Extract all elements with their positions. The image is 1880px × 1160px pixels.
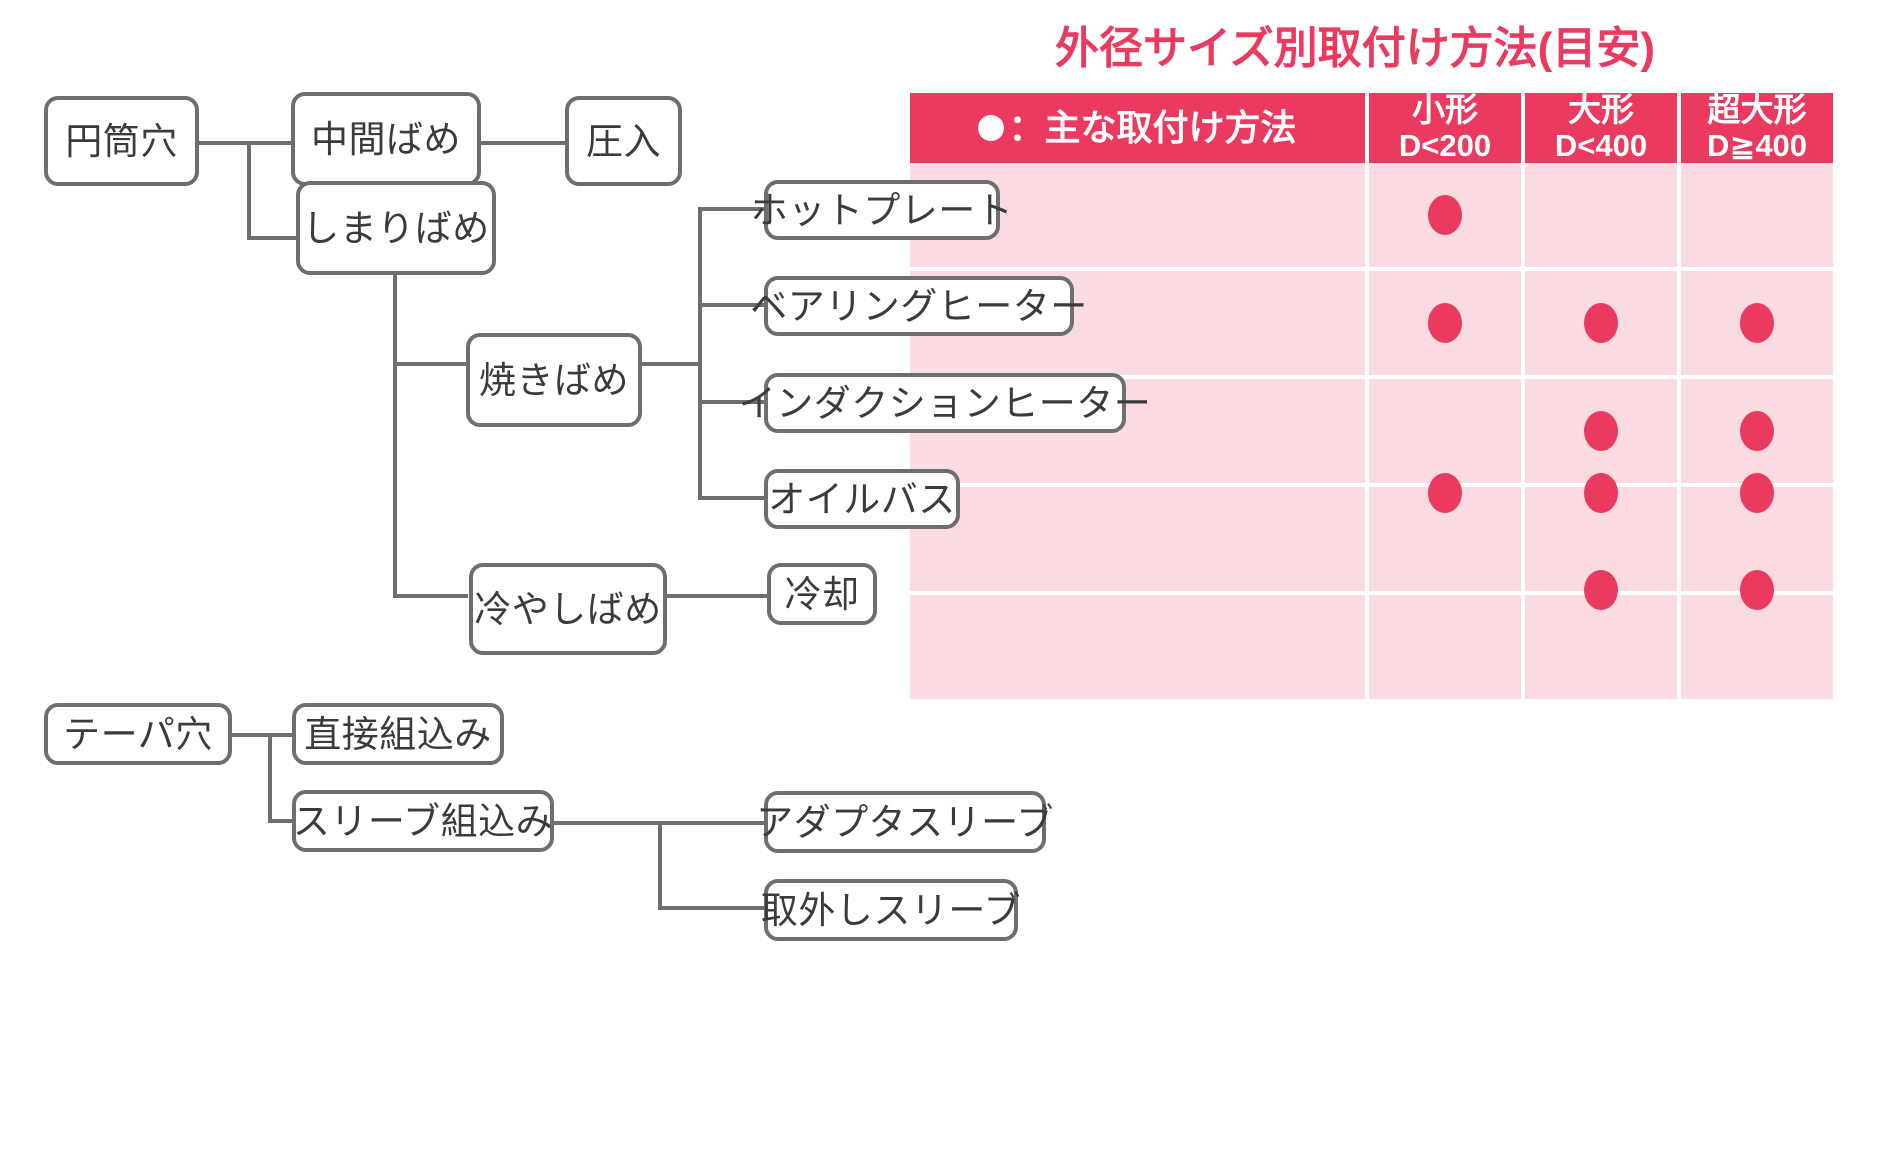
connector — [552, 821, 662, 825]
connector — [247, 236, 299, 240]
table-cell — [1369, 379, 1521, 483]
node-hot-plate[interactable]: ホットプレート — [751, 180, 1013, 240]
connector — [478, 141, 567, 145]
table-cell — [910, 595, 1365, 699]
mark-dot — [1584, 473, 1618, 513]
col-large-line1: 大形 — [1568, 91, 1634, 129]
table-cell — [1681, 595, 1833, 699]
connector — [665, 594, 769, 598]
table-cell — [1681, 163, 1833, 267]
connector — [658, 821, 768, 825]
mark-dot — [1428, 303, 1462, 343]
mark-dot — [1428, 473, 1462, 513]
table-cell — [1525, 163, 1677, 267]
mark-dot — [1584, 411, 1618, 451]
connector — [393, 236, 397, 598]
connector — [230, 733, 296, 737]
node-withdrawal-sleeve[interactable]: 取外しスリーブ — [761, 879, 1021, 941]
node-direct-mount[interactable]: 直接組込み — [292, 703, 504, 765]
connector — [698, 207, 702, 499]
node-adapter-sleeve[interactable]: アダプタスリーブ — [756, 791, 1053, 853]
mark-dot — [1584, 570, 1618, 610]
table-header-method-label: ：主な取付け方法 — [1008, 106, 1297, 148]
table-header-large: 大形 D<400 — [1525, 91, 1677, 164]
connector — [268, 819, 304, 823]
page-title: 外径サイズ別取付け方法(目安) — [1055, 24, 1655, 73]
node-induction-heater[interactable]: インダクションヒーター — [739, 373, 1151, 433]
node-press-fit[interactable]: 圧入 — [565, 96, 682, 186]
table-cell — [1525, 595, 1677, 699]
mark-dot — [1740, 303, 1774, 343]
col-xlarge-line1: 超大形 — [1707, 91, 1807, 129]
col-small-line1: 小形 — [1412, 91, 1478, 129]
node-sleeve-mount[interactable]: スリーブ組込み — [292, 790, 554, 852]
node-cylindrical-bore[interactable]: 円筒穴 — [44, 96, 199, 186]
col-large-line2: D<400 — [1554, 128, 1648, 164]
table-cell — [910, 487, 1365, 591]
connector — [698, 400, 766, 404]
connector — [393, 362, 468, 366]
node-bearing-heater[interactable]: ベアリングヒーター — [750, 276, 1087, 336]
col-xlarge-line2: D≧400 — [1706, 128, 1808, 164]
connector — [197, 141, 294, 145]
node-transition-fit[interactable]: 中間ばめ — [291, 92, 481, 186]
connector — [658, 821, 662, 910]
table-header-method: ：主な取付け方法 — [910, 93, 1365, 163]
table-cell — [1369, 595, 1521, 699]
mark-dot — [1428, 195, 1462, 235]
legend-dot-icon — [978, 115, 1005, 141]
node-taper-bore[interactable]: テーパ穴 — [44, 703, 232, 765]
mark-dot — [1740, 411, 1774, 451]
node-cold-fit[interactable]: 冷やしばめ — [469, 563, 667, 655]
node-interference-fit[interactable]: しまりばめ — [296, 181, 496, 275]
mark-dot — [1584, 303, 1618, 343]
connector — [658, 906, 764, 910]
connector — [698, 207, 766, 211]
table-header-small: 小形 D<200 — [1369, 91, 1521, 164]
node-shrink-fit[interactable]: 焼きばめ — [466, 333, 642, 427]
node-oil-bath[interactable]: オイルバス — [764, 469, 960, 529]
col-small-line2: D<200 — [1398, 128, 1492, 164]
mark-dot — [1740, 570, 1774, 610]
connector — [247, 141, 251, 240]
connector — [698, 303, 766, 307]
connector — [640, 362, 702, 366]
connector — [393, 594, 468, 598]
table-header-extra-large: 超大形 D≧400 — [1681, 91, 1833, 164]
node-cooling[interactable]: 冷却 — [767, 563, 877, 625]
connector — [268, 733, 272, 823]
mark-dot — [1740, 473, 1774, 513]
connector — [698, 496, 766, 500]
